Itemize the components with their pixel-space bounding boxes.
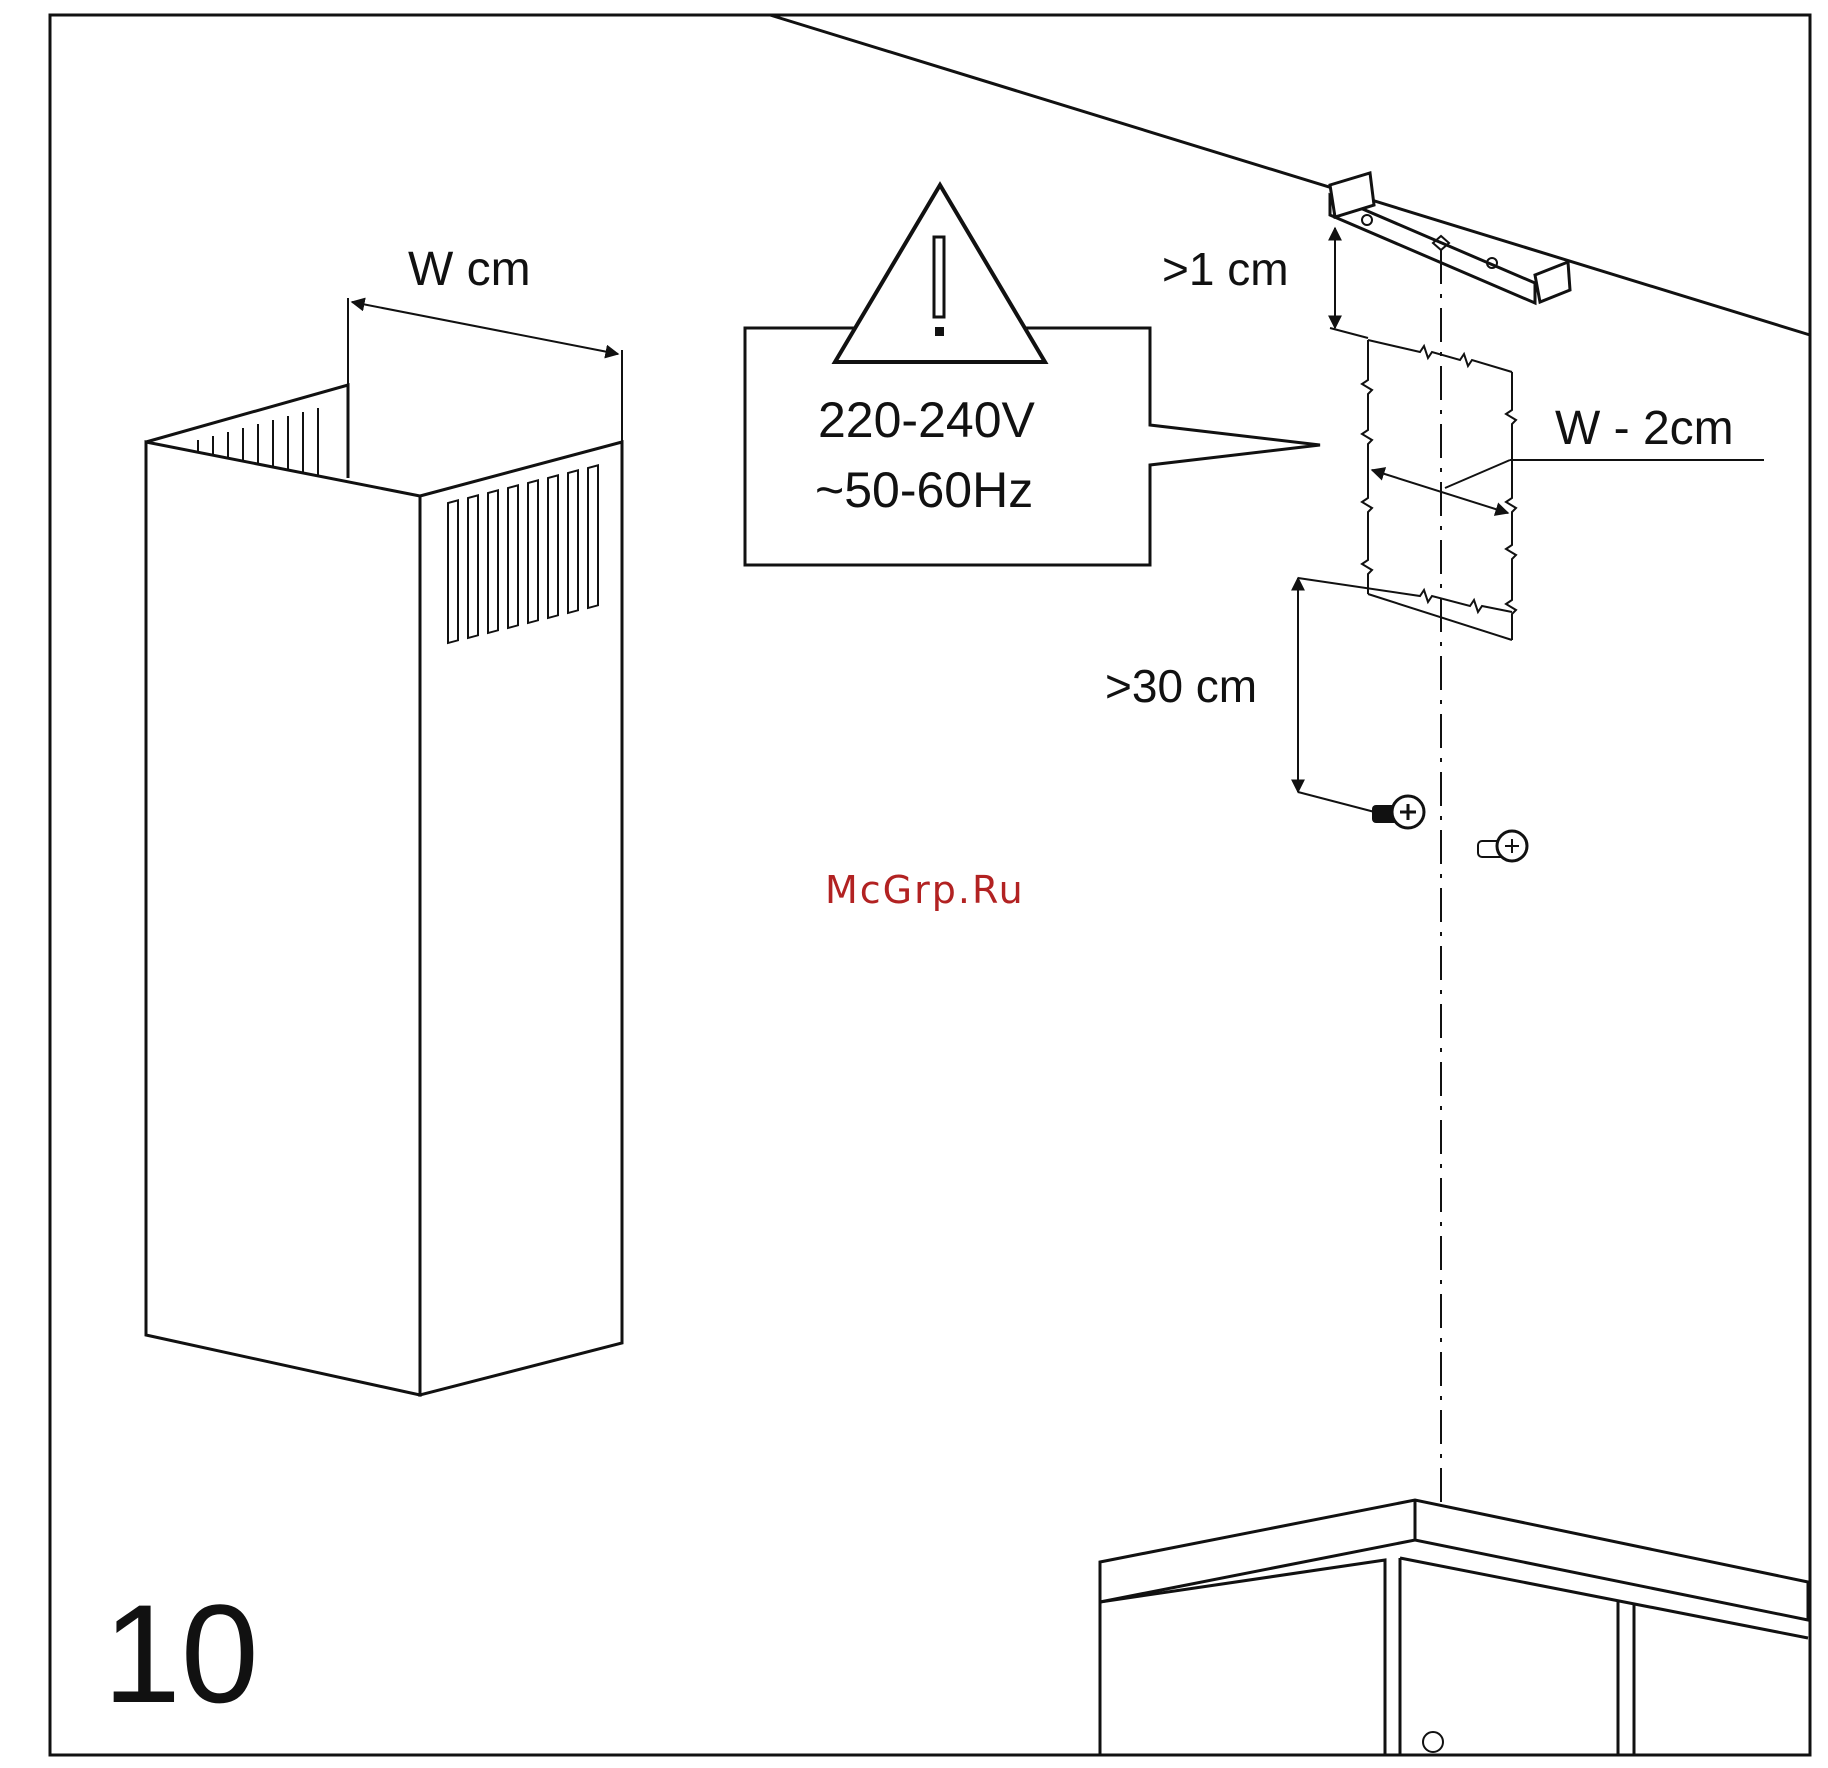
bracket-width-label: W - 2cm — [1555, 402, 1734, 455]
electrical-warning-callout: 220-240V ~50-60Hz — [745, 185, 1320, 565]
top-gap-label: >1 cm — [1162, 243, 1289, 295]
drilling-template — [1298, 340, 1516, 640]
screw-left — [1372, 796, 1424, 828]
width-dimension-arrow — [352, 302, 618, 354]
watermark: McGrp.Ru — [825, 868, 1025, 912]
chimney-cover: W cm — [146, 243, 622, 1395]
voltage-label: 220-240V — [818, 392, 1035, 448]
top-gap-dimension: >1 cm — [1162, 228, 1368, 338]
bracket-width-dimension: W - 2cm — [1372, 402, 1764, 513]
bottom-gap-dimension: >30 cm — [1105, 578, 1390, 816]
width-label: W cm — [408, 243, 531, 296]
hood-body — [1100, 1500, 1808, 1755]
warning-triangle-icon — [835, 185, 1045, 362]
screw-right — [1478, 831, 1527, 861]
step-number: 10 — [103, 1575, 259, 1732]
bottom-gap-label: >30 cm — [1105, 660, 1257, 712]
wall-bracket — [1330, 173, 1570, 303]
frequency-label: ~50-60Hz — [815, 462, 1033, 518]
